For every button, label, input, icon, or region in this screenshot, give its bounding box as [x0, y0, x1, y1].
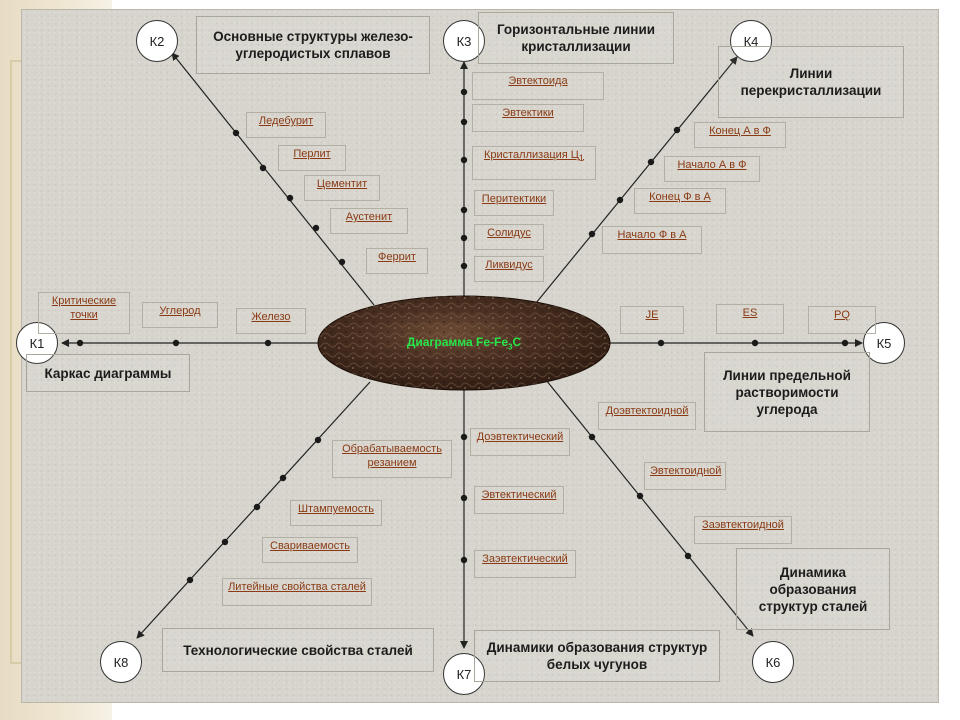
label-carbon[interactable]: Углерод [142, 302, 218, 328]
label-solidus[interactable]: Солидус [474, 224, 544, 250]
node-k6[interactable]: К6 [752, 641, 794, 683]
label-austenite[interactable]: Аустенит [330, 208, 408, 234]
node-k1[interactable]: К1 [16, 322, 58, 364]
label-ledeburite[interactable]: Ледебурит [246, 112, 326, 138]
node-k2[interactable]: К2 [136, 20, 178, 62]
center-ellipse [317, 295, 611, 391]
title-k2: Основные структуры железо-углеродистых с… [196, 16, 430, 74]
label-hypoeutectoid[interactable]: Доэвтектоидной [598, 402, 696, 430]
label-je[interactable]: JE [620, 306, 684, 334]
spoke-k8 [136, 381, 371, 639]
label-end-f-to-a[interactable]: Конец Ф в А [634, 188, 726, 214]
title-k4: Линии перекристаллизации [718, 46, 904, 118]
label-eutectoid[interactable]: Эвтектоида [472, 72, 604, 100]
label-eutectoid-steel[interactable]: Эвтектоидной [644, 462, 726, 490]
node-k4[interactable]: К4 [730, 20, 772, 62]
title-k6: Динамика образования структур сталей [736, 548, 890, 630]
label-eutectic[interactable]: Эвтектики [472, 104, 584, 132]
label-start-a-to-f[interactable]: Начало А в Ф [664, 156, 760, 182]
label-pq[interactable]: PQ [808, 306, 876, 334]
label-crystallization-c1[interactable]: Кристаллизация Ц1 [472, 146, 596, 180]
title-k7: Динамики образования структур белых чугу… [474, 630, 720, 682]
label-machinability[interactable]: Обрабатываемость резанием [332, 440, 452, 478]
label-critical-points[interactable]: Критические точки [38, 292, 130, 334]
node-k7[interactable]: К7 [443, 653, 485, 695]
node-k5[interactable]: К5 [863, 322, 905, 364]
label-cementite[interactable]: Цементит [304, 175, 380, 201]
label-hypoeutectic[interactable]: Доэвтектический [470, 428, 570, 456]
label-hypereutectic[interactable]: Заэвтектический [474, 550, 576, 578]
title-k3: Горизонтальные линии кристаллизации [478, 12, 674, 64]
label-casting-properties[interactable]: Литейные свойства сталей [222, 578, 372, 606]
label-hypereutectoid[interactable]: Заэвтектоидной [694, 516, 792, 544]
spoke-k6 [545, 379, 754, 637]
label-pearlite[interactable]: Перлит [278, 145, 346, 171]
title-k8: Технологические свойства сталей [162, 628, 434, 672]
spoke-dots [76, 88, 849, 584]
label-liquidus[interactable]: Ликвидус [474, 256, 544, 282]
title-k5: Линии предельной растворимости углерода [704, 352, 870, 432]
label-stampability[interactable]: Штампуемость [290, 500, 382, 526]
label-peritectic[interactable]: Перитектики [474, 190, 554, 216]
title-k1: Каркас диаграммы [26, 354, 190, 392]
label-start-f-to-a[interactable]: Начало Ф в А [602, 226, 702, 254]
label-iron[interactable]: Железо [236, 308, 306, 334]
node-k8[interactable]: К8 [100, 641, 142, 683]
label-end-a-to-f[interactable]: Конец А в Ф [694, 122, 786, 148]
label-ferrite[interactable]: Феррит [366, 248, 428, 274]
label-weldability[interactable]: Свариваемость [262, 537, 358, 563]
label-es[interactable]: ES [716, 304, 784, 334]
label-eutectic-iron[interactable]: Эвтектический [474, 486, 564, 514]
spoke-k4 [535, 56, 738, 304]
